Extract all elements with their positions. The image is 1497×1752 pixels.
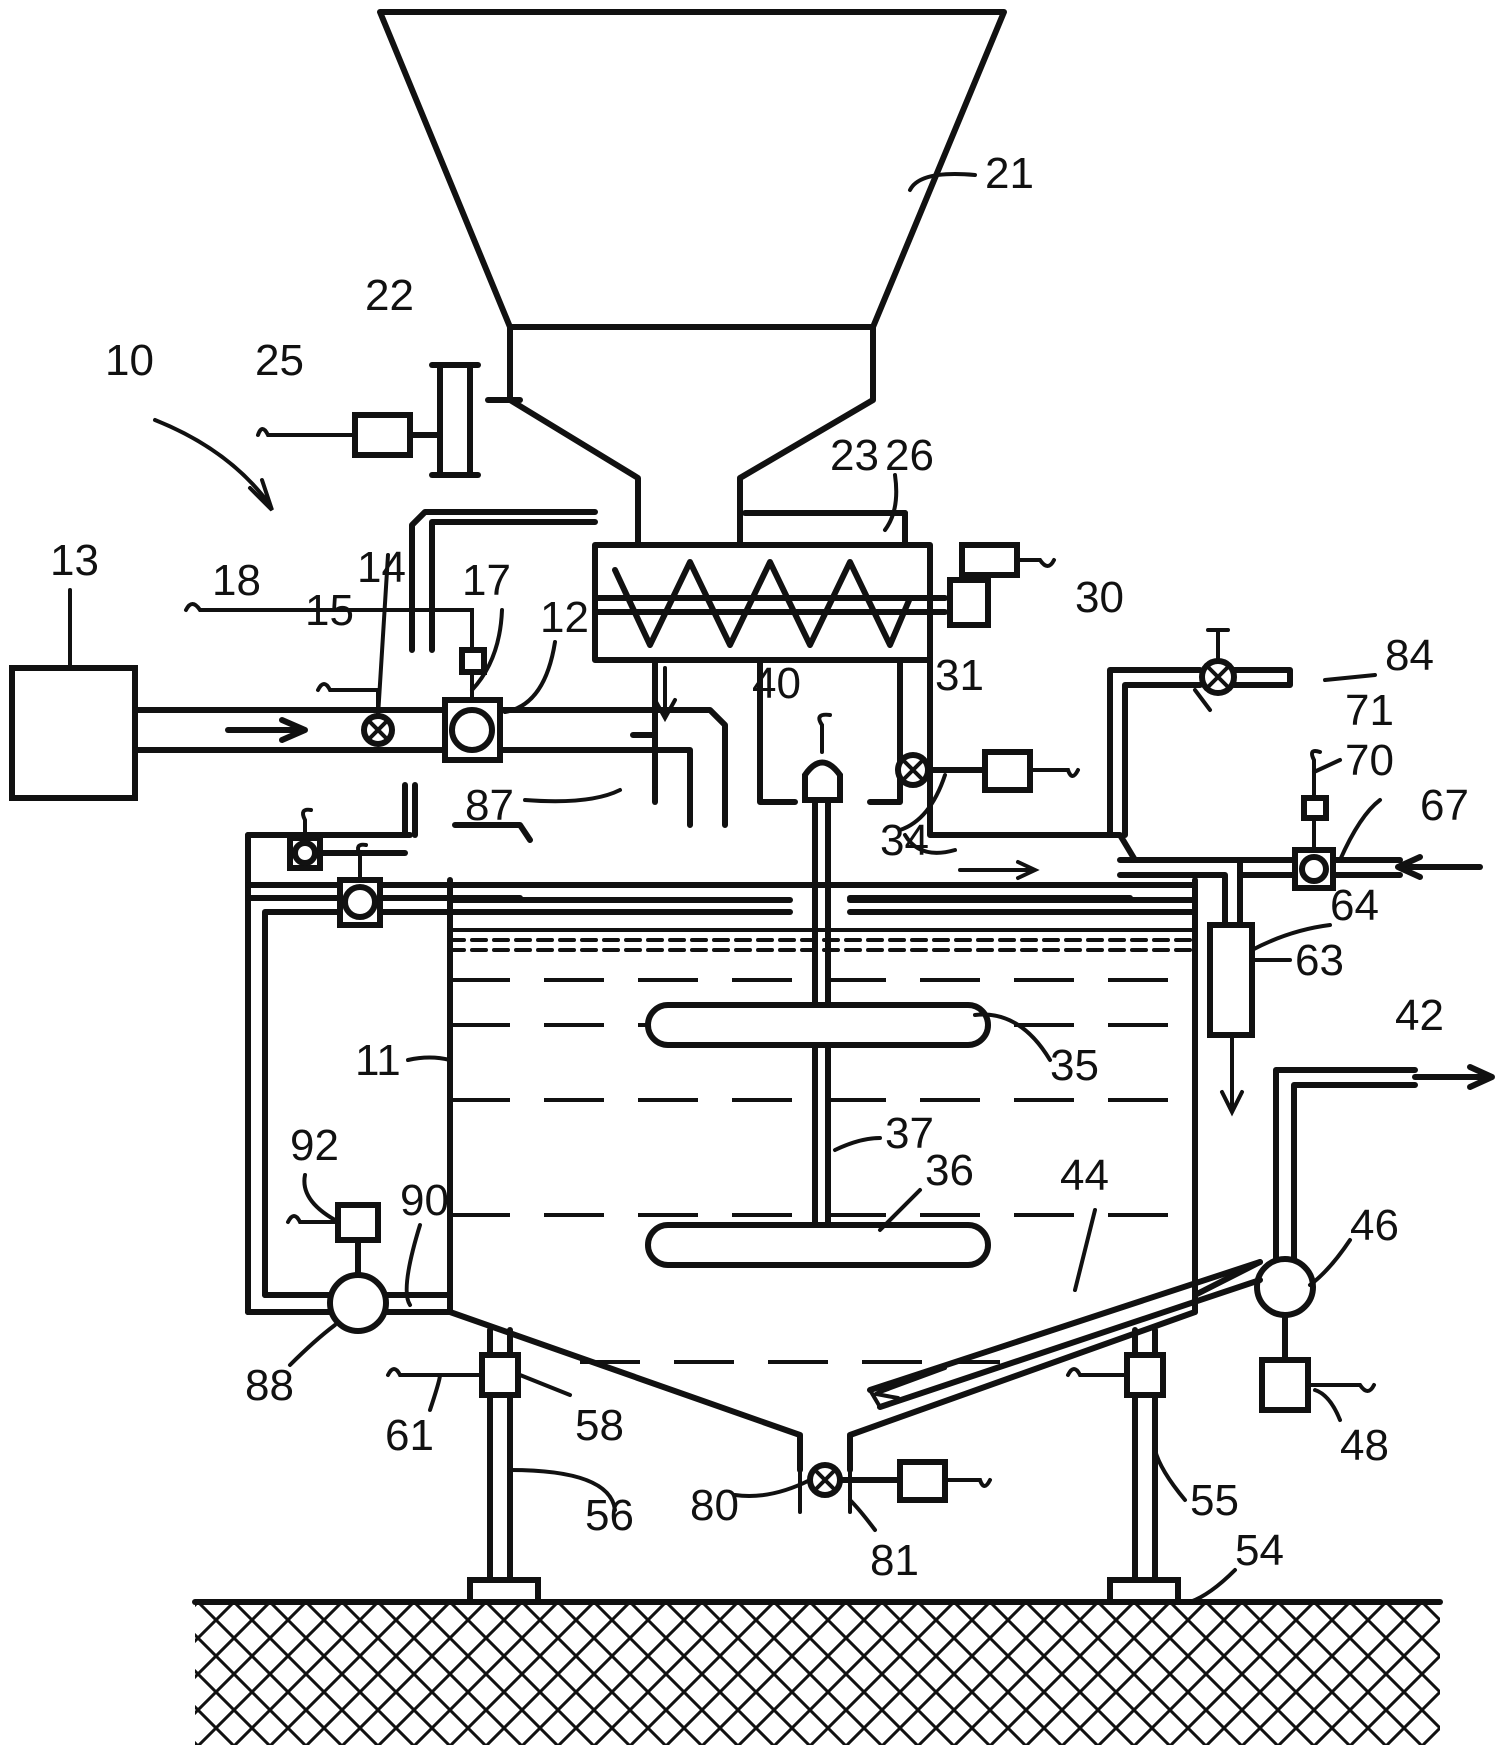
label-56: 56 [585,1491,634,1540]
label-23: 23 [830,431,879,480]
feed-arrow-head [653,698,677,723]
label-12: 12 [540,593,589,642]
outlet-pipe [1192,1064,1495,1413]
label-22: 22 [365,271,414,320]
label-71: 71 [1345,686,1394,735]
label-17: 17 [462,556,511,605]
label-58: 58 [575,1401,624,1450]
label-90: 90 [400,1176,449,1225]
label-36: 36 [925,1146,974,1195]
reference-labels: 10 11 12 13 14 15 17 18 21 22 23 25 26 3… [50,149,1469,1585]
screw-feeder [592,510,1056,663]
return-pipe [867,1259,1263,1410]
label-70: 70 [1345,736,1394,785]
label-88: 88 [245,1361,294,1410]
label-46: 46 [1350,1201,1399,1250]
label-30: 30 [1075,573,1124,622]
label-34: 34 [880,816,929,865]
support-legs [386,1327,1181,1605]
overflow-pipe [409,509,598,653]
label-81: 81 [870,1536,919,1585]
overflow-pipe-inner [429,519,598,653]
label-35: 35 [1050,1041,1099,1090]
label-26: 26 [885,431,934,480]
label-48: 48 [1340,1421,1389,1470]
feed-chutes [630,657,1113,838]
label-92: 92 [290,1121,339,1170]
label-55: 55 [1190,1476,1239,1525]
label-10: 10 [105,336,154,385]
ground [192,1599,1443,1745]
label-25: 25 [255,336,304,385]
recirculation-loop [245,807,793,1334]
label-42: 42 [1395,991,1444,1040]
label-64: 64 [1330,881,1379,930]
label-61: 61 [385,1411,434,1460]
drain-valve [798,1459,992,1514]
label-84: 84 [1385,631,1434,680]
label-37: 37 [885,1109,934,1158]
label-11: 11 [355,1036,401,1085]
valve-31 [895,749,1080,793]
label-44: 44 [1060,1151,1109,1200]
label-15: 15 [305,586,354,635]
label-18: 18 [212,556,261,605]
water-source [9,665,138,801]
label-63: 63 [1295,936,1344,985]
label-14: 14 [357,543,406,592]
label-87: 87 [465,781,514,830]
mixing-tank [245,782,1198,1473]
label-21: 21 [985,149,1034,198]
label-80: 80 [690,1481,739,1530]
label-40: 40 [752,659,801,708]
supply-pipe [132,602,728,828]
hopper [377,9,1007,548]
label-31: 31 [935,651,984,700]
right-piping [847,628,1483,1117]
agitator [645,712,991,1268]
leader-lines [68,172,1382,1604]
label-13: 13 [50,536,99,585]
label-54: 54 [1235,1526,1284,1575]
level-sensor [256,362,481,478]
label-67: 67 [1420,781,1469,830]
